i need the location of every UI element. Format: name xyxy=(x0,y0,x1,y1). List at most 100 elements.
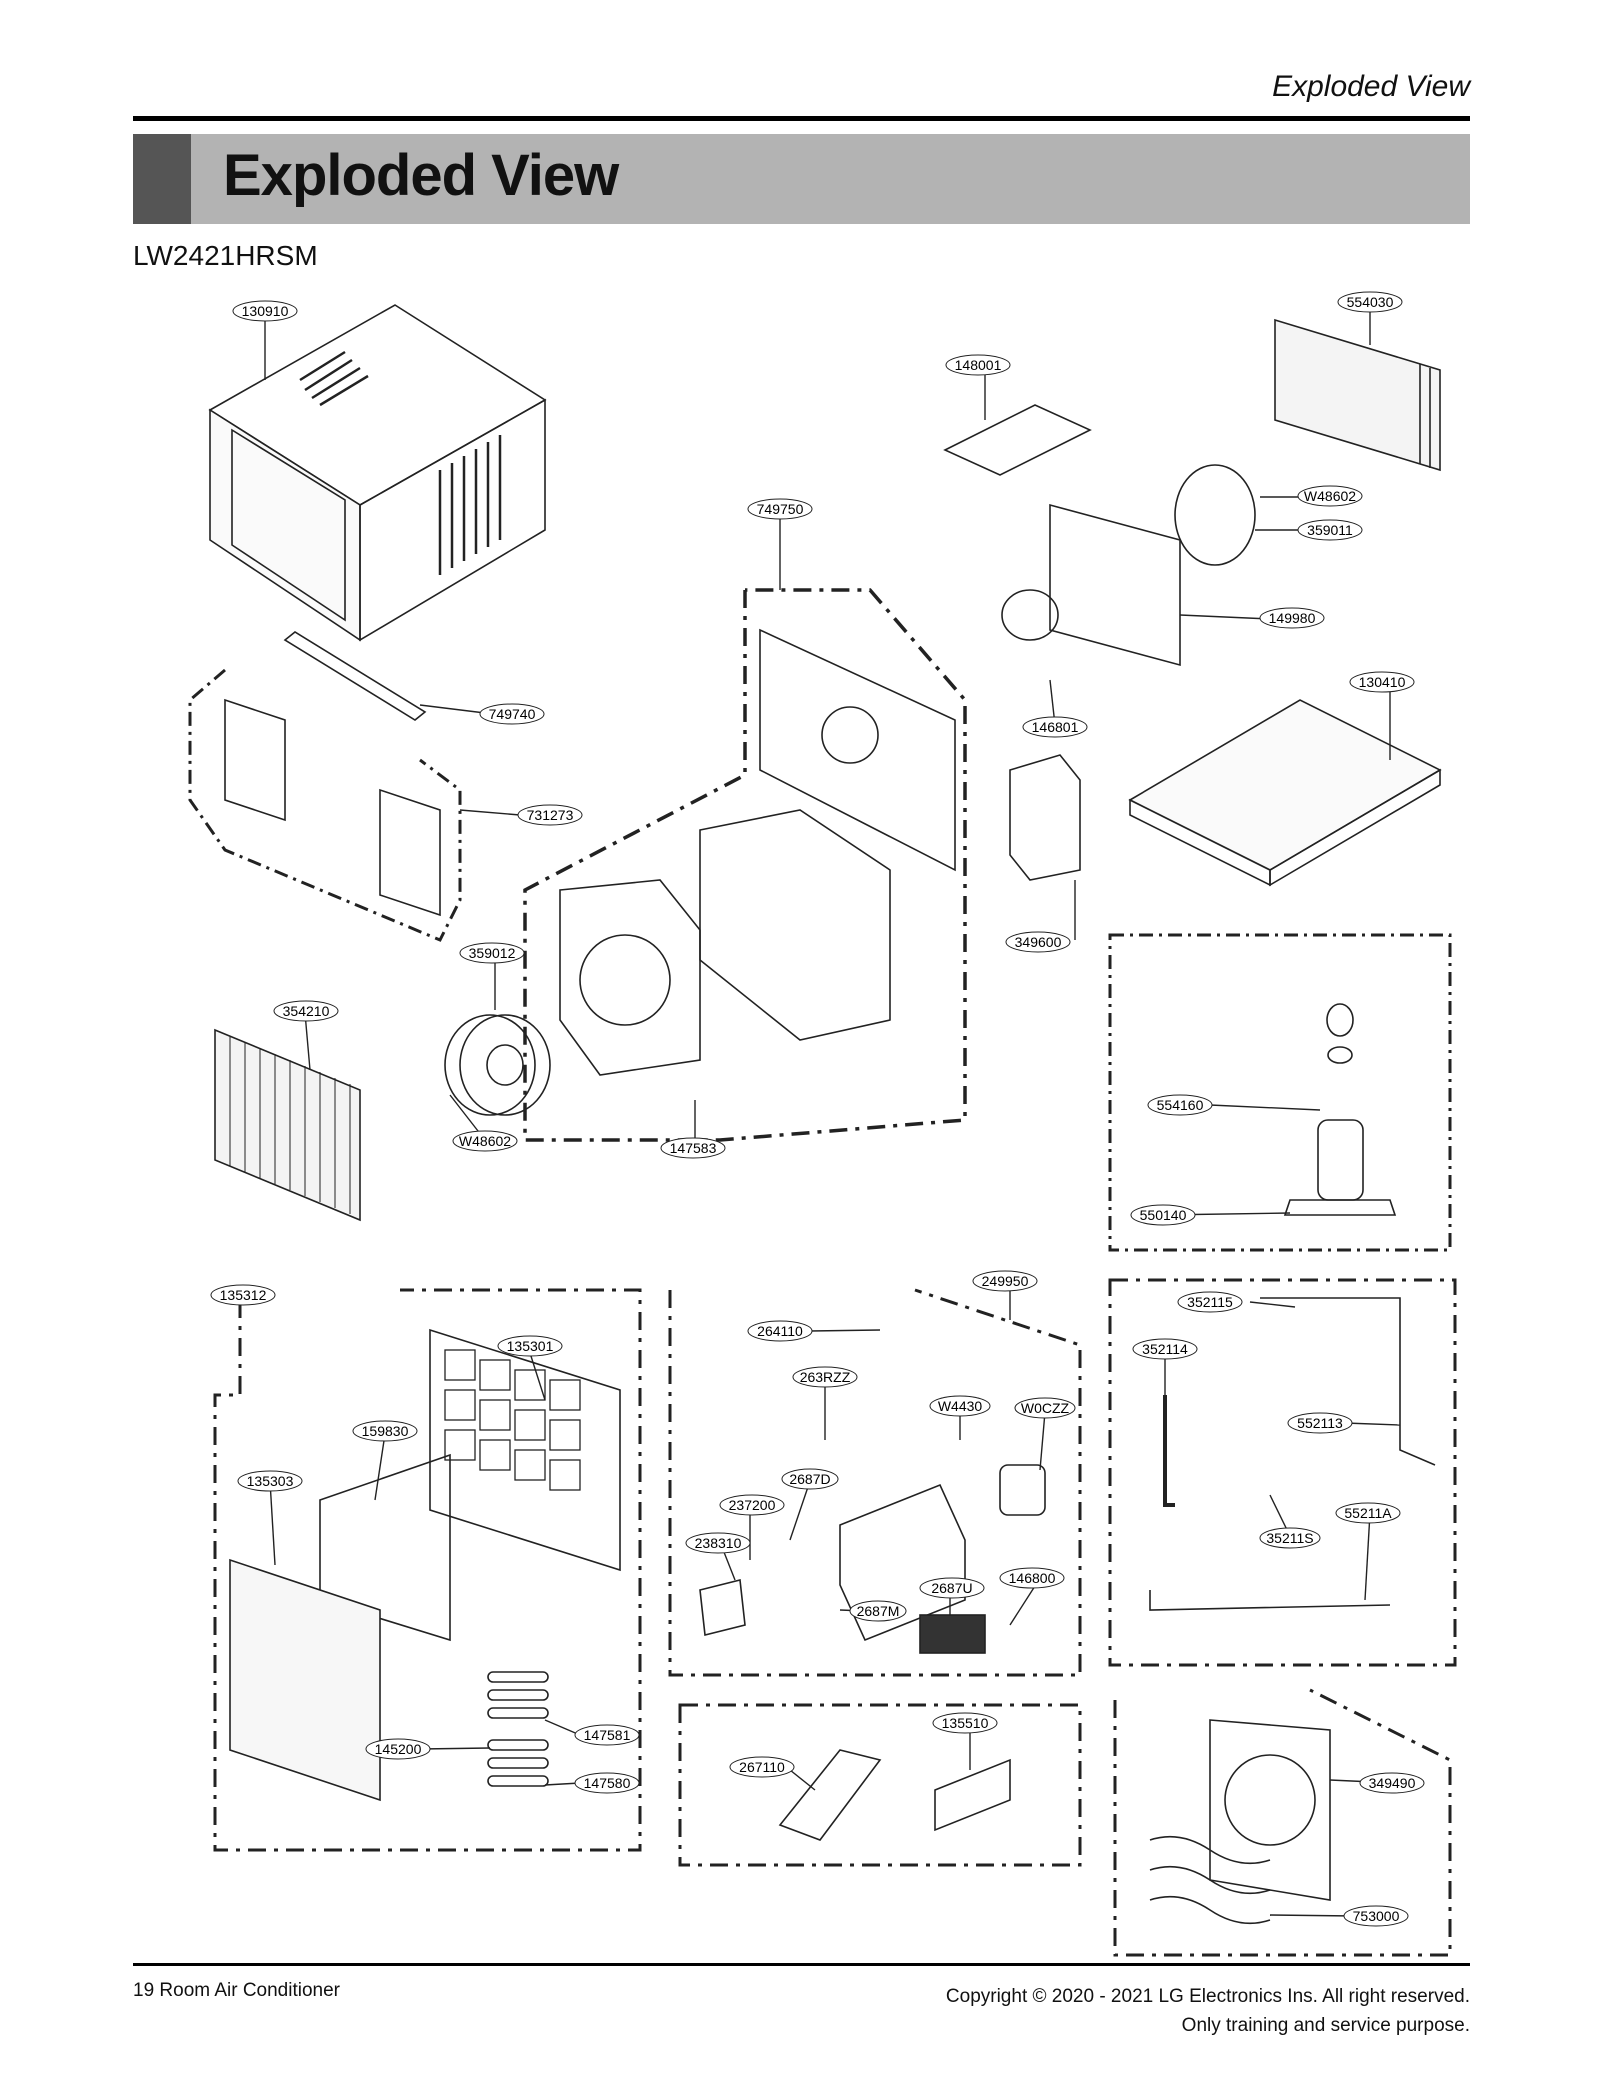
callout-554030: 554030 xyxy=(1337,291,1403,313)
part-label: 130910 xyxy=(242,303,289,319)
part-label: 55211A xyxy=(1344,1505,1392,1521)
callout-238310: 238310 xyxy=(685,1532,751,1554)
part-label: W0CZZ xyxy=(1021,1400,1070,1416)
callout-35211S: 35211S xyxy=(1259,1527,1321,1549)
motor-bracket-drawing xyxy=(1009,754,1081,881)
control-group-border xyxy=(668,1288,1082,1677)
accumulator-drawing xyxy=(1163,1395,1175,1507)
condenser-coil-drawing xyxy=(214,1028,361,1222)
callout-135510: 135510 xyxy=(932,1712,998,1734)
callout-135301: 135301 xyxy=(497,1335,563,1357)
part-label: 35211S xyxy=(1266,1530,1313,1546)
callout-146801: 146801 xyxy=(1022,716,1088,738)
callout-731273: 731273 xyxy=(517,804,583,826)
part-label: 552113 xyxy=(1297,1415,1343,1431)
part-label: 554160 xyxy=(1157,1097,1204,1113)
motor-mount-drawing xyxy=(943,404,1092,476)
part-label: 352114 xyxy=(1142,1341,1188,1357)
callout-159830: 159830 xyxy=(352,1420,418,1442)
pipe-drawing-a xyxy=(1260,1297,1436,1466)
orifice-housing-drawing xyxy=(699,809,891,1041)
side-curtain-right xyxy=(379,788,441,917)
callout-349490: 349490 xyxy=(1359,1772,1425,1794)
callout-135303: 135303 xyxy=(237,1470,303,1492)
part-label: 135312 xyxy=(220,1287,267,1303)
footer-rule xyxy=(133,1963,1470,1966)
running-title: Exploded View xyxy=(1272,70,1470,103)
part-label: 267110 xyxy=(739,1759,785,1775)
barrier-plate-hole xyxy=(821,706,879,764)
part-label: 359011 xyxy=(1307,522,1353,538)
callout-554160: 554160 xyxy=(1147,1094,1213,1116)
part-label: 238310 xyxy=(695,1535,742,1551)
purpose-text: Only training and service purpose. xyxy=(1181,2015,1470,2036)
remote-holder-drawing xyxy=(934,1758,1011,1832)
callout-149980: 149980 xyxy=(1259,607,1325,629)
callout-2687U: 2687U xyxy=(919,1577,985,1599)
callout-55211A: 55211A xyxy=(1335,1502,1401,1524)
part-callouts: 130910 554030 148001 749750 W48602 35901… xyxy=(210,291,1425,1927)
callout-W48602-fan: W48602 xyxy=(1297,485,1363,507)
callout-130410: 130410 xyxy=(1349,671,1415,693)
compressor-drawing xyxy=(1283,1003,1397,1216)
callout-552113: 552113 xyxy=(1287,1412,1353,1434)
pipe-drawing-b xyxy=(1149,1590,1391,1611)
callout-749750: 749750 xyxy=(747,498,813,520)
part-label: 354210 xyxy=(283,1003,330,1019)
part-label: 130410 xyxy=(1359,674,1406,690)
part-label: 264110 xyxy=(757,1323,803,1339)
part-label: 135303 xyxy=(247,1473,294,1489)
callout-147580: 147580 xyxy=(574,1772,640,1794)
callout-147583: 147583 xyxy=(660,1137,726,1159)
part-label: 753000 xyxy=(1353,1908,1400,1924)
part-label: 554030 xyxy=(1347,294,1394,310)
shroud-drawing xyxy=(1049,503,1181,667)
part-label: W48602 xyxy=(1304,488,1356,504)
part-label: W4430 xyxy=(938,1398,983,1414)
display-pcb-drawing xyxy=(919,1614,986,1654)
part-label: 135301 xyxy=(507,1338,554,1354)
part-label: 359012 xyxy=(469,945,516,961)
part-label: 731273 xyxy=(527,807,574,823)
callout-263RZZ: 263RZZ xyxy=(792,1366,858,1388)
cabinet-drawing xyxy=(208,304,547,642)
part-label: 349490 xyxy=(1369,1775,1416,1791)
compressor-group-border xyxy=(1108,933,1452,1252)
section-banner: Exploded View xyxy=(133,134,1470,224)
side-curtain-left xyxy=(224,698,286,822)
front-orifice-drawing xyxy=(559,879,701,1076)
top-bar-drawing xyxy=(283,631,427,721)
part-label: 352115 xyxy=(1187,1294,1233,1310)
callout-264110: 264110 xyxy=(747,1320,813,1342)
part-label: 148001 xyxy=(955,357,1002,373)
banner-accent-block xyxy=(133,134,191,224)
side-panel-group-border xyxy=(188,668,462,942)
capacitor-drawing xyxy=(999,1464,1046,1516)
front-frame-drawing xyxy=(429,1328,621,1572)
front-frame-windows xyxy=(444,1349,581,1491)
part-label: 147583 xyxy=(670,1140,717,1156)
louver-stack-drawing xyxy=(487,1671,549,1787)
callout-W0CZZ: W0CZZ xyxy=(1014,1397,1076,1419)
front-grille-group-border xyxy=(213,1288,642,1852)
pipe-group-border xyxy=(1108,1278,1457,1667)
part-label: 2687U xyxy=(931,1580,972,1596)
callout-W48602-blower: W48602 xyxy=(452,1130,518,1152)
copyright-text: Copyright © 2020 - 2021 LG Electronics I… xyxy=(945,1986,1470,2007)
remote-group-border xyxy=(678,1703,1082,1867)
part-label: W48602 xyxy=(459,1133,511,1149)
callout-147581: 147581 xyxy=(574,1724,640,1746)
model-number: LW2421HRSM xyxy=(133,240,318,271)
remote-drawing xyxy=(778,1749,882,1841)
outdoor-barrier-drawing xyxy=(1209,1719,1331,1901)
barrier-plate-drawing xyxy=(759,628,956,872)
part-label: 135510 xyxy=(942,1715,989,1731)
callout-550140: 550140 xyxy=(1130,1204,1196,1226)
callout-237200: 237200 xyxy=(719,1494,785,1516)
callout-148001: 148001 xyxy=(945,354,1011,376)
header-rule xyxy=(133,116,1470,121)
callout-135312: 135312 xyxy=(210,1284,276,1306)
outdoor-barrier-hole xyxy=(1224,1754,1316,1846)
front-orifice-ring xyxy=(579,934,671,1026)
